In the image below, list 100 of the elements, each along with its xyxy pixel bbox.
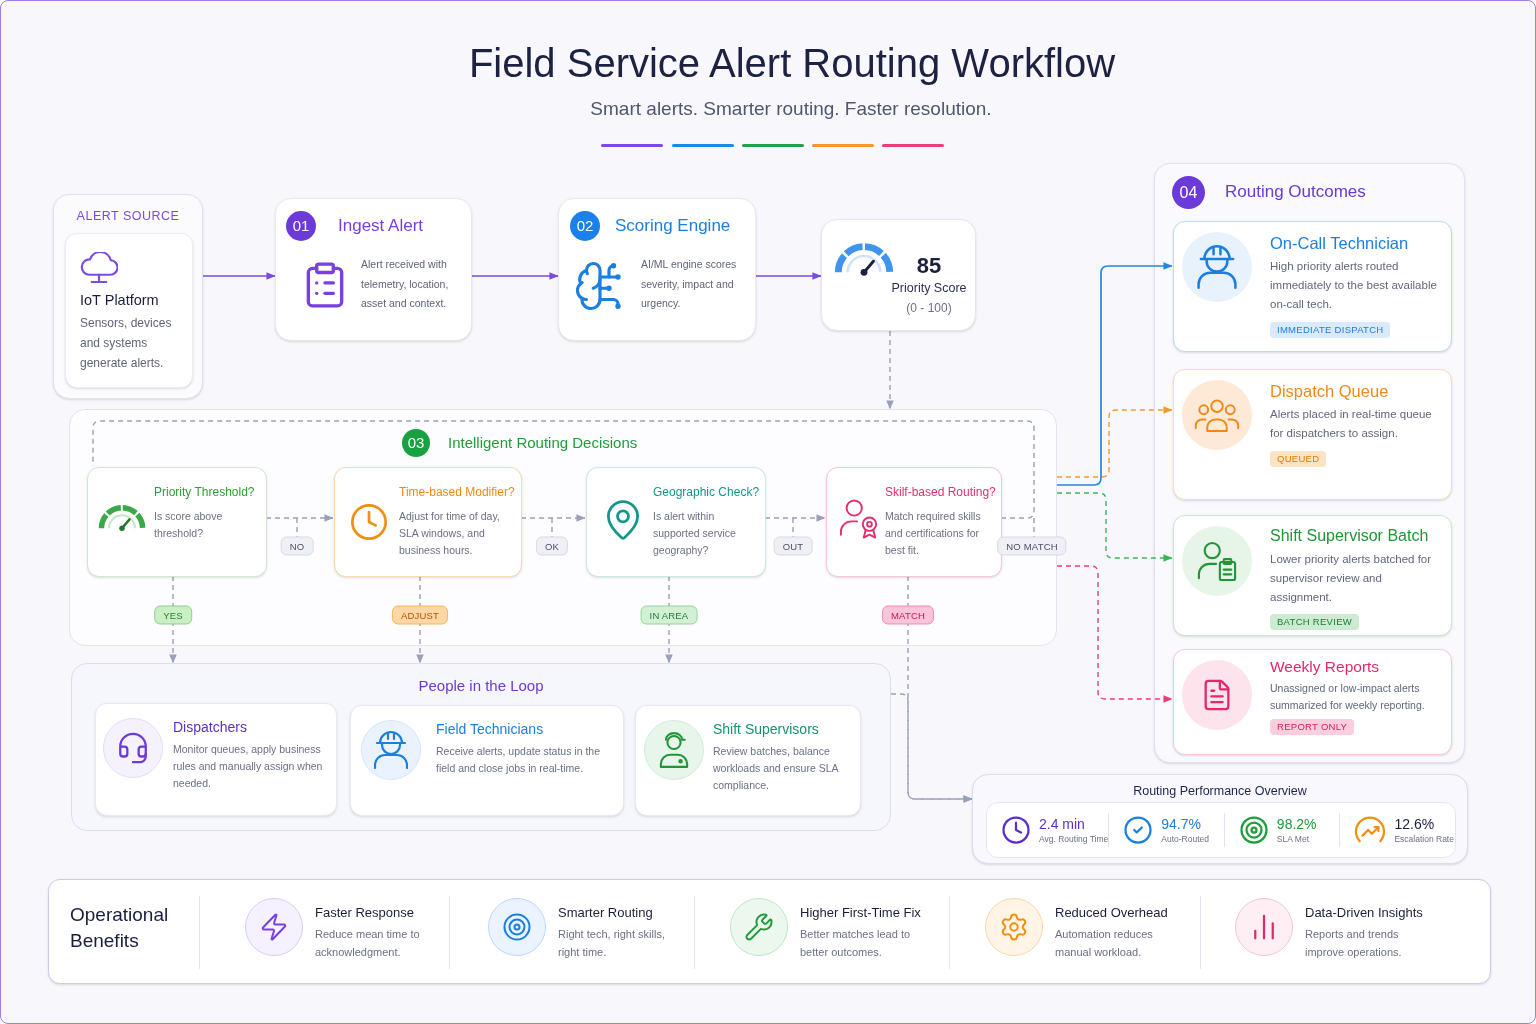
dashed-arrow <box>169 575 177 664</box>
card-title: IoT Platform <box>80 291 160 310</box>
step-number-badge: 04 <box>1172 176 1205 209</box>
benefit-title: Data-Driven Insights <box>1305 904 1423 921</box>
edge-label: IN AREA <box>640 605 698 625</box>
card-description: AI/ML engine scores severity, impact and urgency. <box>641 257 738 311</box>
benefit-description: Better matches lead to better outcomes. <box>800 927 912 960</box>
role-description: Monitor queues, apply business rules and manually assign when needed. <box>173 742 324 791</box>
step-number-badge: 02 <box>570 211 600 241</box>
status-tag: BATCH REVIEW <box>1270 614 1360 630</box>
card-description: Sensors, devices and systems generate alerts. <box>80 315 173 372</box>
arrow <box>755 272 822 280</box>
role-card <box>95 703 337 816</box>
outcome-card <box>1173 649 1452 755</box>
metric-label: Avg. Routing Time <box>1039 833 1109 845</box>
edge-label: NO <box>280 536 314 556</box>
metric-label: Escalation Rate <box>1394 833 1454 845</box>
card-title: Ingest Alert <box>338 215 424 237</box>
status-tag: IMMEDIATE DISPATCH <box>1270 322 1391 338</box>
decision-description: Is alert within supported service geography? <box>653 509 737 558</box>
decision-card <box>334 467 522 577</box>
process-card <box>558 198 756 341</box>
metrics-panel <box>972 774 1468 864</box>
benefit-title: Faster Response <box>315 904 414 921</box>
section-heading: ALERT SOURCE <box>76 208 180 225</box>
outcomes-group-panel <box>1154 163 1465 763</box>
decision-question: Geographic Check? <box>653 484 761 500</box>
benefits-panel <box>48 879 1491 984</box>
decision-card <box>586 467 766 577</box>
title: Field Service Alert Routing Workflow <box>468 40 1116 87</box>
decision-card <box>826 467 1002 577</box>
metric-value: 12.6% <box>1394 815 1435 833</box>
outcome-title: Shift Supervisor Batch <box>1270 526 1429 546</box>
decision-group-panel <box>69 409 1057 646</box>
outcome-card <box>1173 221 1452 352</box>
status-tag: REPORT ONLY <box>1270 719 1355 735</box>
decision-question: Skilf-based Routing? <box>885 484 997 500</box>
score-card <box>821 219 976 331</box>
role-card <box>635 705 861 816</box>
decision-card <box>87 467 267 577</box>
role-title: Field Technicians <box>436 720 545 739</box>
outcome-title: On-Call Technician <box>1270 233 1409 254</box>
edge-label: YES <box>154 605 192 625</box>
benefit-description: Reports and trends improve operations. <box>1305 927 1403 960</box>
panel-title: Routing Performance Overview <box>1133 783 1307 799</box>
source-group-panel <box>53 194 203 399</box>
metric-value: 2.4 min <box>1039 815 1085 833</box>
score-range: (0 - 100) <box>906 300 952 317</box>
arrow <box>471 272 559 280</box>
step-number-badge: 01 <box>286 211 316 241</box>
arrow <box>1056 262 1173 486</box>
process-card <box>275 198 472 341</box>
benefit-description: Automation reduces manual workload. <box>1055 927 1154 960</box>
decision-question: Priority Threshold? <box>154 484 256 500</box>
role-description: Receive alerts, update status in the field and close jobs in real-time. <box>436 744 601 776</box>
edge-label: OK <box>535 536 569 556</box>
decision-description: Adjust for time of day, SLA windows, and business hours. <box>399 509 501 558</box>
people-group-panel <box>71 663 891 831</box>
outcome-description: Lower priority alerts batched for supervisor review and assignment. <box>1270 552 1433 605</box>
source-card <box>65 233 193 388</box>
status-tag: QUEUED <box>1270 451 1327 467</box>
benefit-title: Smarter Routing <box>558 904 653 921</box>
role-title: Dispatchers <box>173 718 248 737</box>
score-label: Priority Score <box>891 280 967 297</box>
role-title: Shift Supervisors <box>713 720 820 739</box>
dashed-arrow <box>907 575 973 803</box>
outcome-card <box>1173 515 1452 636</box>
dashed-arrow <box>886 330 894 410</box>
section-title: Intelligent Routing Decisions <box>448 433 638 453</box>
role-card <box>350 705 624 816</box>
outcome-description: Unassigned or low-impact alerts summarized for weekly reporting. <box>1270 681 1426 713</box>
outcome-card <box>1173 369 1452 500</box>
benefit-description: Reduce mean time to acknowledgment. <box>315 927 421 960</box>
outcome-title: Weekly Reports <box>1270 657 1380 677</box>
card-title: Scoring Engine <box>615 215 731 237</box>
metric-value: 94.7% <box>1161 815 1201 833</box>
metric-label: Auto-Routed <box>1161 833 1210 845</box>
panel-heading: Operational Benefits <box>70 903 170 953</box>
decision-description: Is score above threshold? <box>154 509 224 541</box>
arrow <box>202 272 276 280</box>
card-description: Alert received with telemetry, location, asset and context. <box>361 257 450 311</box>
benefit-description: Right tech, right skills, right time. <box>558 927 666 960</box>
benefit-title: Higher First-Time Fix <box>800 904 921 921</box>
benefit-title: Reduced Overhead <box>1055 904 1168 921</box>
metric-label: SLA Met <box>1276 833 1309 845</box>
dashed-arrow <box>665 575 673 664</box>
edge-label: MATCH <box>882 605 934 625</box>
outcome-description: High priority alerts routed immediately to the best available on-call tech. <box>1270 259 1438 312</box>
step-number-badge: 03 <box>402 429 430 457</box>
section-title: People in the Loop <box>418 676 544 696</box>
outcome-description: Alerts placed in real-time queue for dispatchers to assign. <box>1270 407 1433 441</box>
edge-label: NO MATCH <box>997 536 1067 556</box>
dashed-arrow <box>1056 565 1173 703</box>
dashed-arrow <box>1056 406 1173 478</box>
metric-value: 98.2% <box>1276 815 1317 833</box>
score-value: 85 <box>916 253 942 279</box>
decision-description: Match required skills and certifications for best fit. <box>885 509 982 558</box>
role-description: Review batches, balance workloads and ensure SLA compliance. <box>713 744 840 793</box>
decision-question: Time-based Modifier? <box>399 484 516 500</box>
section-title: Routing Outcomes <box>1225 181 1366 203</box>
